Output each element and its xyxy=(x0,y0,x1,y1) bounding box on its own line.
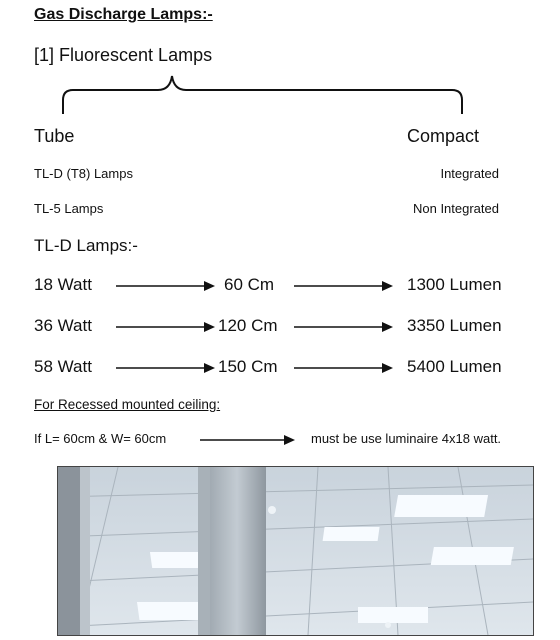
recessed-title: For Recessed mounted ceiling: xyxy=(34,397,221,412)
office-ceiling-photo xyxy=(57,466,534,636)
row-lumen: 3350 Lumen xyxy=(407,316,502,335)
right-arrow-icon xyxy=(294,322,393,332)
section-title: [1] Fluorescent Lamps xyxy=(34,45,213,65)
tld-row: 58 Watt 150 Cm 5400 Lumen xyxy=(0,357,560,381)
compact-type-item: Non Integrated xyxy=(412,201,499,216)
compact-type-item: Integrated xyxy=(440,166,499,181)
page-heading: Gas Discharge Lamps:- xyxy=(34,6,213,23)
ceiling-illustration xyxy=(58,467,533,635)
row-length: 120 Cm xyxy=(218,316,278,335)
row-length: 150 Cm xyxy=(218,357,278,376)
category-tube: Tube xyxy=(34,126,75,146)
right-arrow-icon xyxy=(294,363,393,373)
right-arrow-icon xyxy=(200,435,295,445)
tube-type-item: TL-D (T8) Lamps xyxy=(34,166,133,181)
tld-row: 36 Watt 120 Cm 3350 Lumen xyxy=(0,316,560,340)
curly-brace-icon xyxy=(62,75,463,114)
row-watt: 36 Watt xyxy=(34,316,92,335)
row-lumen: 5400 Lumen xyxy=(407,357,502,376)
rule-result: must be use luminaire 4x18 watt. xyxy=(311,431,502,446)
tube-type-item: TL-5 Lamps xyxy=(34,201,104,216)
tld-title: TL-D Lamps:- xyxy=(34,236,138,255)
right-arrow-icon xyxy=(294,281,393,291)
category-compact: Compact xyxy=(407,126,480,146)
row-watt: 18 Watt xyxy=(34,275,92,294)
row-watt: 58 Watt xyxy=(34,357,92,376)
right-arrow-icon xyxy=(116,363,215,373)
row-lumen: 1300 Lumen xyxy=(407,275,502,294)
row-length: 60 Cm xyxy=(224,275,275,294)
right-arrow-icon xyxy=(116,322,215,332)
tld-row: 18 Watt 60 Cm 1300 Lumen xyxy=(0,275,560,299)
right-arrow-icon xyxy=(116,281,215,291)
rule-condition: If L= 60cm & W= 60cm xyxy=(34,431,167,446)
rule-line: If L= 60cm & W= 60cm must be use luminai… xyxy=(0,431,560,449)
